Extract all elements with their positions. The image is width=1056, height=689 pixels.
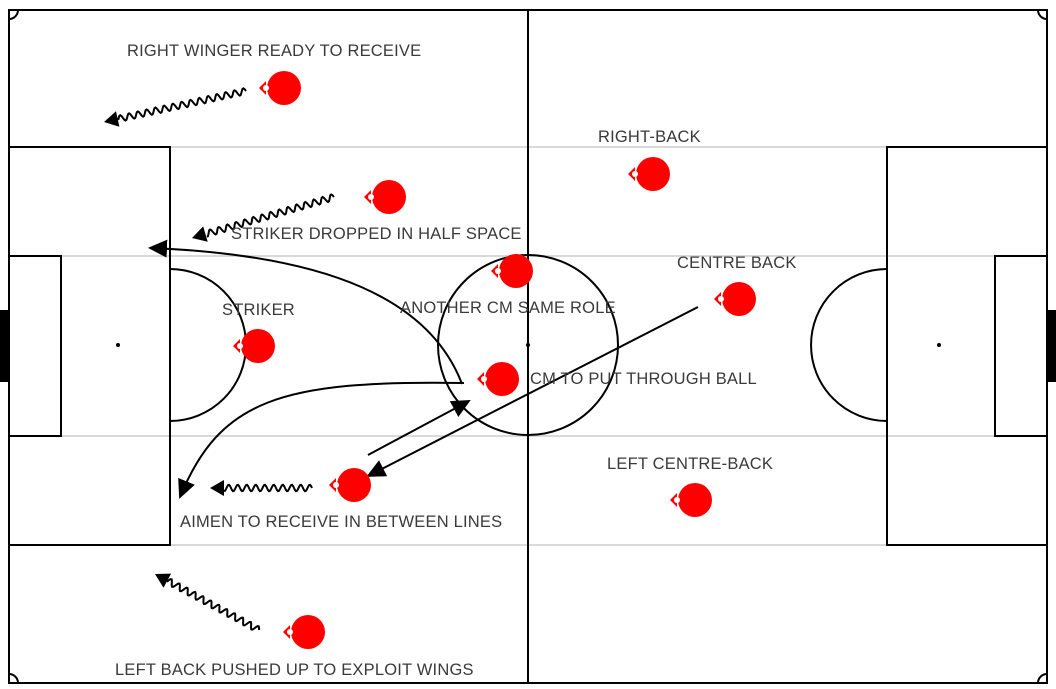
dribble-arrow-striker-dropped <box>206 193 335 238</box>
left-goal <box>0 310 9 382</box>
centre-spot <box>526 343 530 347</box>
spots <box>0 310 1056 382</box>
player-right-back <box>628 157 670 191</box>
label-striker-dropped: STRIKER DROPPED IN HALF SPACE <box>231 225 522 243</box>
dribble-arrow-aimen <box>223 483 313 493</box>
dribble-arrow-right-winger-head <box>104 111 120 127</box>
right-six-yard-box <box>994 255 1048 437</box>
label-right-winger: RIGHT WINGER READY TO RECEIVE <box>127 42 421 60</box>
centre-circle <box>437 254 619 436</box>
label-aimen: AIMEN TO RECEIVE IN BETWEEN LINES <box>180 513 502 531</box>
player-striker-dropped <box>364 180 406 214</box>
players <box>233 71 756 649</box>
corner-arc-top-left <box>8 9 19 20</box>
run-arrow-striker-to-byline <box>148 239 463 385</box>
player-right-winger <box>259 71 301 105</box>
player-centre-back <box>714 282 756 316</box>
right-penalty-box <box>886 146 1048 546</box>
annotations: RIGHT WINGER READY TO RECEIVE RIGHT-BACK… <box>115 42 797 679</box>
right-goal <box>1047 310 1056 382</box>
pass-arrow-centre-back-to-aimen <box>366 306 699 477</box>
label-right-back: RIGHT-BACK <box>598 128 701 146</box>
label-left-back: LEFT BACK PUSHED UP TO EXPLOIT WINGS <box>115 661 474 679</box>
dribble-arrow-left-back <box>166 578 261 631</box>
label-striker: STRIKER <box>222 301 295 319</box>
run-arrow-cm-to-left-channel <box>178 381 465 499</box>
player-left-centre-back <box>670 483 712 517</box>
left-penalty-spot <box>116 343 120 347</box>
dribble-arrow-aimen-head <box>210 480 224 496</box>
dribble-arrows <box>104 87 335 631</box>
corner-arc-top-right <box>1037 9 1048 20</box>
dribble-arrow-striker-dropped-head <box>192 226 208 242</box>
dribble-arrow-right-winger <box>117 87 247 122</box>
left-six-yard-box <box>8 255 62 437</box>
player-left-back <box>283 615 325 649</box>
right-penalty-spot <box>937 343 941 347</box>
dribble-arrow-left-back-head <box>155 573 172 588</box>
corner-arc-bottom-right <box>1037 673 1048 684</box>
pass-arrow-aimen-to-cm <box>367 400 471 456</box>
movement-arrows <box>148 239 699 499</box>
right-penalty-arc <box>810 268 888 422</box>
player-cm <box>477 362 519 396</box>
label-cm-through-ball: CM TO PUT THROUGH BALL <box>530 370 757 388</box>
label-centre-back: CENTRE BACK <box>677 254 797 272</box>
player-aimen <box>329 468 371 502</box>
corner-arc-bottom-left <box>8 673 19 684</box>
label-left-centre-back: LEFT CENTRE-BACK <box>607 455 773 473</box>
player-striker <box>233 329 275 363</box>
label-another-cm: ANOTHER CM SAME ROLE <box>400 299 616 317</box>
player-another-cm <box>491 254 533 288</box>
left-penalty-box <box>8 146 171 546</box>
